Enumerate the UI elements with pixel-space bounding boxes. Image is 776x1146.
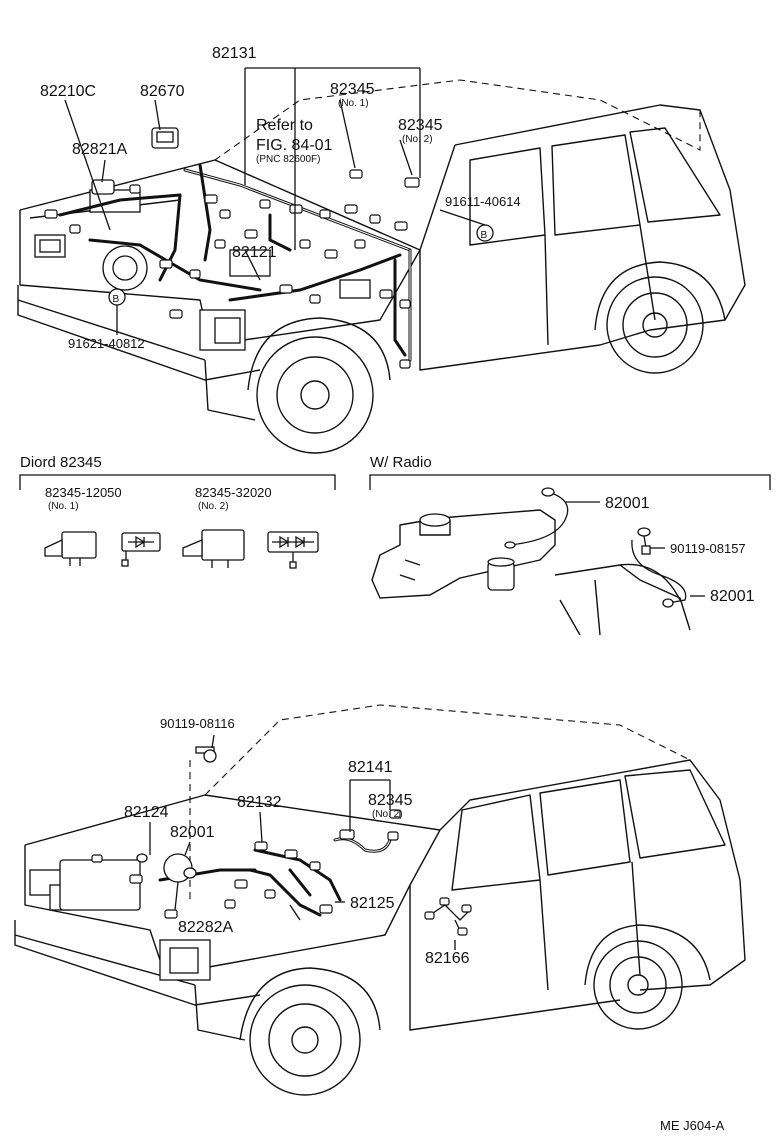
label-82001-bottom: 82001	[170, 824, 215, 841]
label-82345-no2-sub: (No. 2)	[402, 134, 433, 145]
reference-code: ME J604-A	[660, 1118, 725, 1133]
label-82345-no1: 82345	[330, 81, 375, 98]
b-mark-right: B	[481, 230, 488, 241]
label-82345-no2-bottom: 82345	[368, 792, 413, 809]
radio-section: W/ Radio 82001 90119-08157 82001	[369, 454, 771, 636]
label-82345-no2-bottom-sub: (No. 2)	[372, 809, 403, 820]
label-90119-08116: 90119-08116	[160, 716, 235, 731]
diode-2-drawing	[182, 529, 319, 569]
diode-1-drawing	[44, 531, 161, 567]
diord-2-sub: (No. 2)	[198, 501, 229, 512]
bottom-vehicle-drawing	[14, 704, 746, 1096]
label-82345-no1-sub: (No. 1)	[338, 98, 369, 109]
label-82141: 82141	[348, 759, 393, 776]
label-82670: 82670	[140, 83, 185, 100]
refer-line-3: (PNC 82600F)	[256, 154, 320, 165]
label-82132: 82132	[237, 794, 282, 811]
label-82166: 82166	[425, 950, 470, 967]
label-82821a: 82821A	[72, 141, 127, 158]
radio-title: W/ Radio	[370, 454, 432, 471]
label-82121: 82121	[232, 244, 277, 261]
label-91621-40812: 91621-40812	[68, 336, 145, 351]
radio-label-82001-b: 82001	[710, 588, 755, 605]
diord-2-part-number: 82345-32020	[195, 485, 272, 500]
diord-section: Diord 82345 82345-12050 (No. 1) 82345-32…	[19, 454, 336, 569]
radio-label-90119-08157: 90119-08157	[670, 541, 746, 556]
b-mark-left: B	[113, 294, 120, 305]
diord-1-part-number: 82345-12050	[45, 485, 122, 500]
label-82125: 82125	[350, 895, 395, 912]
diord-1-sub: (No. 1)	[48, 501, 79, 512]
diord-title: Diord 82345	[20, 454, 102, 471]
label-82210c: 82210C	[40, 83, 96, 100]
refer-line-1: Refer to	[256, 117, 313, 134]
label-91611-40614: 91611-40614	[445, 194, 521, 209]
label-82124: 82124	[124, 804, 169, 821]
radio-label-82001-a: 82001	[605, 495, 650, 512]
top-vehicle-drawing: B B	[17, 67, 746, 454]
label-82345-no2: 82345	[398, 117, 443, 134]
label-82131: 82131	[212, 45, 257, 62]
label-82282a: 82282A	[178, 919, 233, 936]
refer-line-2: FIG. 84-01	[256, 137, 333, 154]
